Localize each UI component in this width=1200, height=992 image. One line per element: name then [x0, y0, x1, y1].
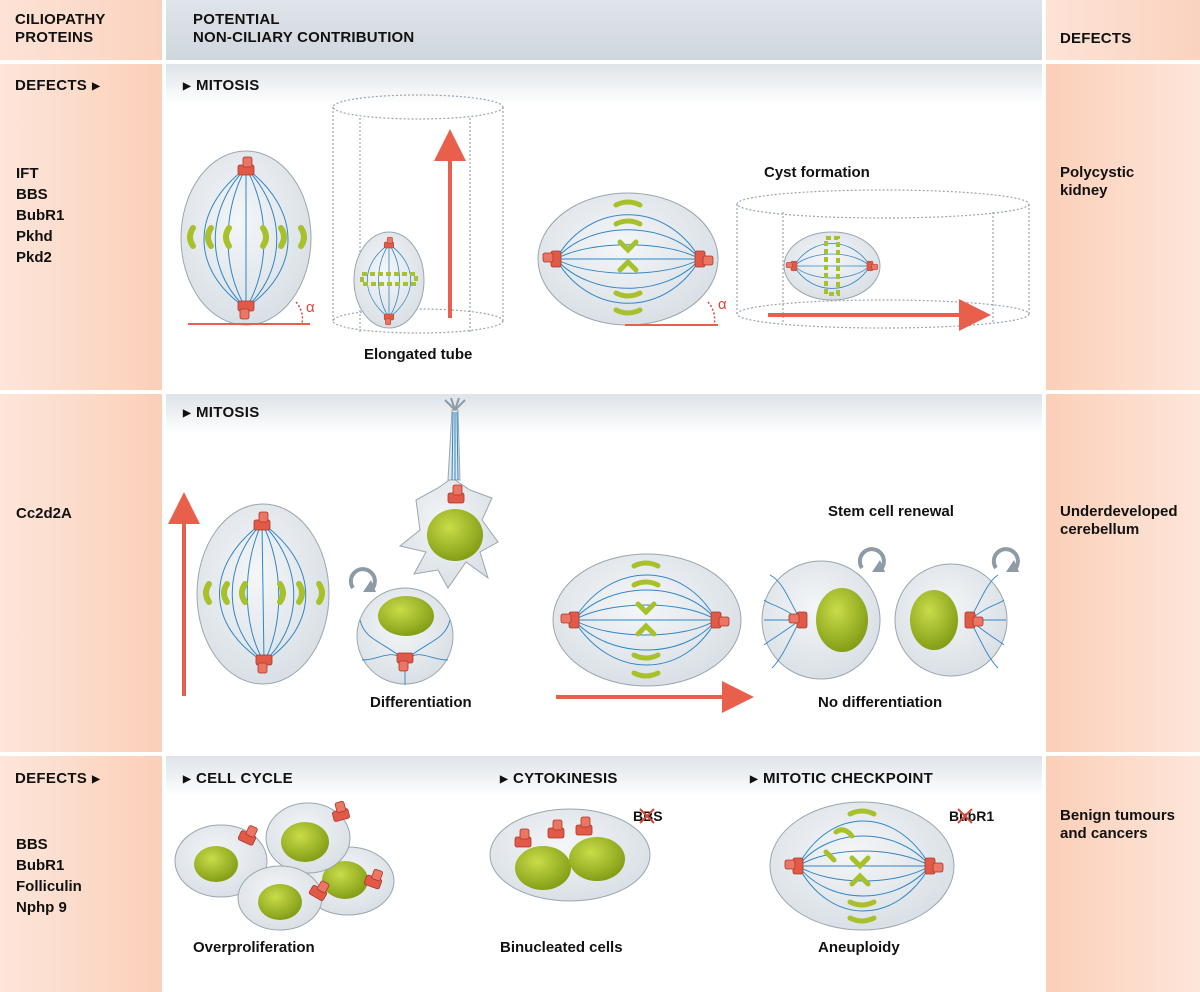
row1-right-cell: [1046, 64, 1200, 390]
header-non-ciliary-contribution: POTENTIAL NON-CILIARY CONTRIBUTION: [193, 11, 415, 46]
alpha-label-2: α: [718, 296, 727, 313]
protein-folliculin: Folliculin: [16, 878, 82, 895]
angle-arc: [295, 301, 304, 325]
protein-pkhd: Pkhd: [16, 228, 53, 245]
row1-section-mitosis: MITOSIS: [183, 77, 260, 94]
row2-right-cell: [1046, 394, 1200, 752]
protein-ift: IFT: [16, 165, 39, 182]
row3-section-cell-cycle: CELL CYCLE: [183, 770, 293, 787]
row2-section-mitosis: MITOSIS: [183, 404, 260, 421]
header-mid-cell: [166, 0, 1042, 60]
horizontal-spindle-cell: [537, 192, 719, 326]
row1-left-cell: [0, 64, 162, 390]
caption-binucleated-cells: Binucleated cells: [500, 939, 623, 956]
row2-horizontal-spindle-cell: [552, 553, 742, 687]
defect-underdeveloped-cerebellum: Underdeveloped cerebellum: [1060, 503, 1178, 538]
header-right-cell: [1046, 0, 1200, 60]
row1-protein-list: IFT BBS BubR1 Pkhd Pkd2: [16, 163, 64, 268]
caption-aneuploidy: Aneuploidy: [818, 939, 900, 956]
protein-bbs: BBS: [16, 186, 48, 203]
protein-cc2d2a: Cc2d2A: [16, 505, 72, 522]
caption-overproliferation: Overproliferation: [193, 939, 315, 956]
row3-section-mitotic-checkpoint: MITOTIC CHECKPOINT: [750, 770, 933, 787]
renewal-arrow-icon-1: [348, 567, 378, 594]
stem-cell-right: [894, 563, 1008, 677]
row1-band: [166, 64, 1042, 104]
row2-protein-list: Cc2d2A: [16, 503, 72, 524]
cyst-tube: [736, 189, 1030, 329]
header-ciliopathy-proteins: CILIOPATHY PROTEINS: [15, 11, 106, 46]
row3-defects-label: DEFECTS: [15, 770, 100, 787]
overproliferation-cells: [174, 799, 395, 931]
header-left-cell: [0, 0, 162, 60]
row3-left-cell: [0, 756, 162, 992]
bubr1-crossed-tag: BubR1: [949, 808, 994, 824]
renewal-arrow-icon-3: [991, 547, 1021, 574]
caption-elongated-tube: Elongated tube: [364, 346, 473, 363]
row3-protein-list: BBS BubR1 Folliculin Nphp 9: [16, 834, 82, 918]
protein-bubr1-2: BubR1: [16, 857, 65, 874]
protein-nphp9: Nphp 9: [16, 899, 67, 916]
renewal-arrow-icon-2: [857, 547, 887, 574]
row3-right-cell: [1046, 756, 1200, 992]
aneuploidy-spindle-cell: [769, 801, 955, 931]
row2-left-cell: [0, 394, 162, 752]
small-vertical-spindle-cell: [353, 231, 425, 329]
neuron-cell: [398, 397, 499, 589]
row2-band: [166, 394, 1042, 434]
protein-bubr1: BubR1: [16, 207, 65, 224]
row1-defects-label: DEFECTS: [15, 77, 100, 94]
caption-no-differentiation: No differentiation: [818, 694, 943, 711]
defect-benign-tumours-and-cancers: Benign tumours and cancers: [1060, 807, 1175, 842]
differentiating-cell: [356, 587, 454, 685]
alpha-label-1: α: [306, 299, 315, 316]
header-defects: DEFECTS: [1060, 30, 1132, 47]
elongated-tube: [332, 94, 504, 334]
caption-differentiation: Differentiation: [370, 694, 472, 711]
bbs-crossed-tag: BBS: [633, 808, 663, 824]
vertical-spindle-cell: [180, 150, 312, 326]
protein-pkd2: Pkd2: [16, 249, 52, 266]
stem-cell-left: [761, 560, 881, 680]
protein-bbs-2: BBS: [16, 836, 48, 853]
caption-cyst-formation: Cyst formation: [764, 164, 870, 181]
row2-vertical-spindle-cell: [196, 503, 330, 685]
angle-arc-2: [707, 301, 716, 326]
row3-section-cytokinesis: CYTOKINESIS: [500, 770, 618, 787]
caption-stem-cell-renewal: Stem cell renewal: [828, 503, 954, 520]
small-horizontal-spindle-cell: [783, 231, 881, 301]
binucleated-cell: [489, 808, 651, 902]
defect-polycystic-kidney: Polycystic kidney: [1060, 164, 1135, 199]
